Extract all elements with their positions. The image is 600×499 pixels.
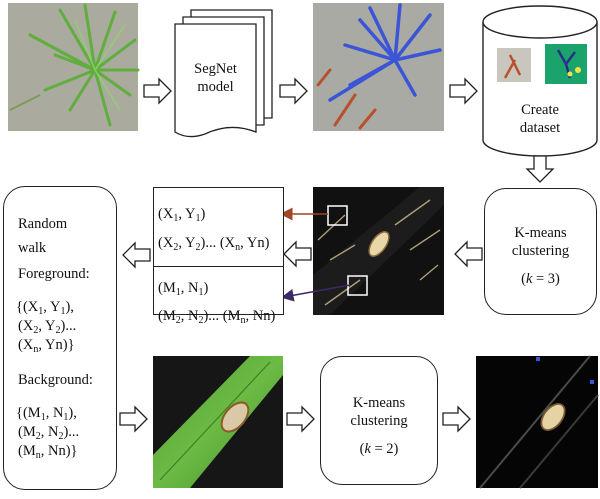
arrow-result-to-dataset — [449, 77, 478, 105]
arrow-dataset-down — [525, 155, 555, 183]
kmeans2-k-value: (k = 2) — [359, 441, 399, 457]
foreground-label: Foreground: — [18, 266, 90, 282]
random-walk-title-line1: Random — [18, 216, 68, 232]
rw-fg-line2: (X2, Y2)... — [18, 318, 77, 336]
rw-bg-line3: (Mn, Nn)} — [18, 443, 78, 461]
dataset-label-line2: dataset — [519, 120, 561, 136]
arrow-coords-to-randomwalk — [122, 241, 151, 269]
dataset-label: Create dataset — [483, 101, 597, 137]
segnet-label: SegNet model — [175, 60, 256, 96]
background-label: Background: — [18, 372, 93, 388]
arrow-segnet-to-result — [279, 77, 308, 105]
random-walk-title-line2: walk — [18, 240, 47, 256]
kmeans2-label-line1: K-means — [352, 395, 406, 411]
kmeans3-result-image — [313, 187, 444, 315]
arrow-leaf-to-kmeans2 — [286, 405, 315, 433]
bg-coord-line1: (M1, N1) — [158, 280, 209, 298]
rw-fg-line3: (Xn, Yn)} — [18, 337, 75, 355]
segnet-label-line1: SegNet — [194, 61, 237, 77]
kmeans3-box — [484, 188, 597, 315]
kmeans2-result-image — [476, 355, 599, 489]
arrow-randomwalk-to-leaf — [119, 405, 148, 433]
rw-bg-line1: {(M1, N1), — [16, 405, 77, 423]
arrow-image-to-segnet — [143, 77, 172, 105]
kmeans3-label-line1: K-means — [514, 225, 567, 241]
rw-fg-line1: {(X1, Y1), — [16, 299, 74, 317]
arrow-kmeans2-to-result — [442, 405, 471, 433]
kmeans2-label: K-means clustering (k = 2) — [320, 394, 438, 458]
kmeans3-k-value: (k = 3) — [521, 271, 560, 287]
segnet-label-line2: model — [197, 79, 234, 95]
random-walk-box — [3, 186, 117, 490]
bg-coord-line2: (M2, N2)... (Mn, Nn) — [158, 308, 276, 326]
fg-coord-line2: (X2, Y2)... (Xn, Yn) — [158, 235, 270, 253]
kmeans3-label: K-means clustering (k = 3) — [484, 224, 597, 288]
kmeans3-label-line2: clustering — [511, 243, 570, 259]
background-pointer-arrow — [280, 284, 351, 302]
rw-bg-line2: (M2, N2)... — [18, 424, 80, 442]
fg-coord-line1: (X1, Y1) — [158, 206, 206, 224]
dataset-label-line1: Create — [521, 102, 559, 118]
kmeans2-label-line2: clustering — [350, 413, 408, 429]
random-walk-title: Random walk — [18, 215, 67, 257]
foreground-sample-box — [327, 205, 348, 226]
segmentation-result-image — [313, 3, 444, 131]
dataset-thumbnails — [497, 44, 587, 84]
original-field-image — [8, 3, 140, 131]
arrow-dark-to-coords — [283, 240, 312, 268]
leaf-image — [153, 356, 283, 488]
arrow-kmeans3-left — [454, 240, 483, 268]
kmeans2-box — [320, 356, 438, 485]
coordinates-divider — [153, 266, 284, 267]
coordinates-box — [153, 187, 284, 315]
segnet-model-icon — [174, 9, 273, 138]
